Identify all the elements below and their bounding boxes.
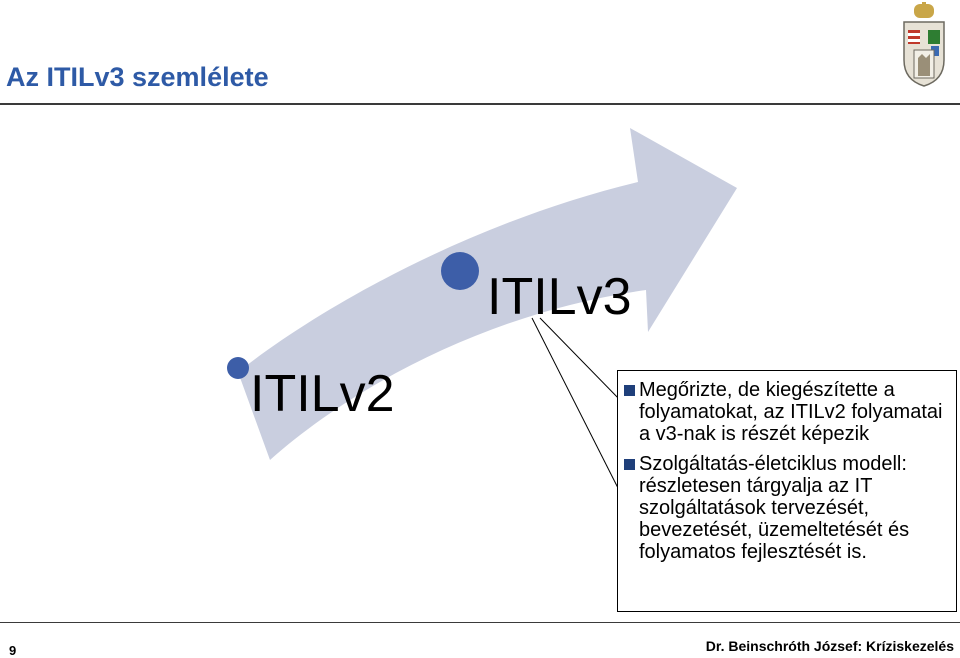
- coat-of-arms-icon: [903, 2, 945, 87]
- square-bullet-icon: [624, 459, 635, 470]
- connector-line-upper: [539, 317, 623, 403]
- itilv3-dot: [441, 252, 479, 290]
- itilv2-dot: [227, 357, 249, 379]
- footer-divider: [0, 622, 960, 623]
- connector-line-lower: [531, 317, 620, 491]
- itilv3-label: ITILv3: [487, 268, 632, 326]
- footer-author: Dr. Beinschróth József: Kríziskezelés: [705, 638, 954, 654]
- callout-box: Megőrizte, de kiegészítette a folyamatok…: [617, 370, 957, 612]
- itilv2-label: ITILv2: [250, 365, 395, 423]
- bullet-item: Szolgáltatás-életciklus modell: részlete…: [624, 453, 950, 563]
- bullet-item: Megőrizte, de kiegészítette a folyamatok…: [624, 379, 950, 445]
- bullet-text: Szolgáltatás-életciklus modell: részlete…: [639, 453, 910, 563]
- square-bullet-icon: [624, 385, 635, 396]
- bullet-text: Megőrizte, de kiegészítette a folyamatok…: [639, 379, 943, 445]
- slide-title: Az ITILv3 szemlélete: [6, 62, 269, 92]
- title-divider: [0, 103, 960, 105]
- curved-arrow: [238, 128, 737, 460]
- page-number: 9: [9, 643, 17, 658]
